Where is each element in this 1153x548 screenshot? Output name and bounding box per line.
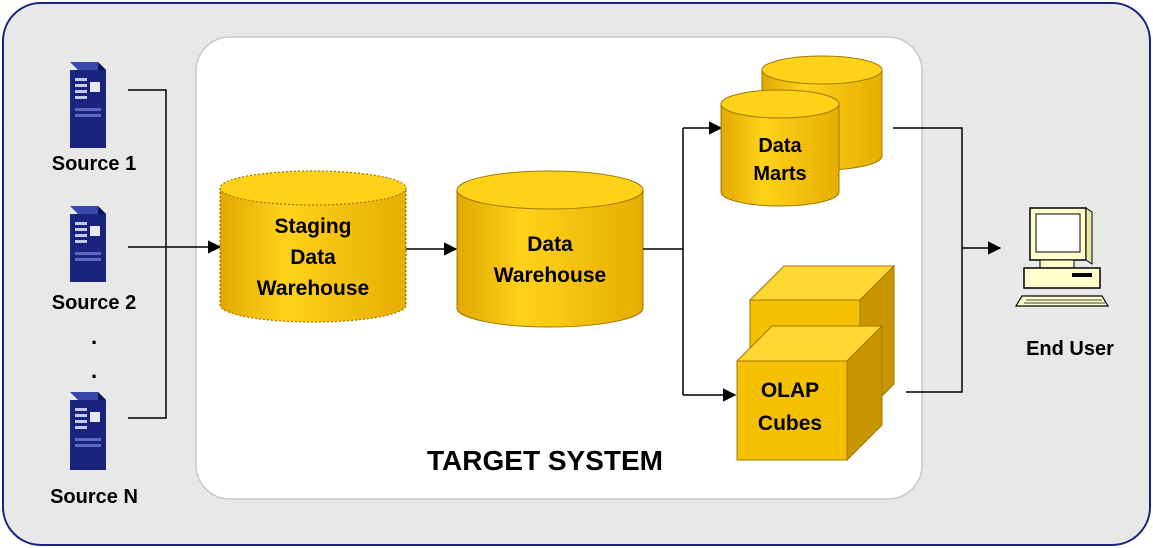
cubes-label-line-2: Cubes (758, 412, 822, 435)
ellipsis-dot-1: . (91, 324, 97, 349)
cubes-label-line-1: OLAP (761, 379, 819, 402)
warehouse-label-line-1: Data (527, 233, 573, 256)
marts-label-line-1: Data (758, 135, 802, 157)
source-n-label: Source N (50, 486, 138, 508)
marts-to-user-line (893, 127, 963, 393)
olap-front-cube (735, 324, 884, 462)
end-user-label: End User (1026, 338, 1114, 360)
source-1-label: Source 1 (52, 153, 136, 175)
source-2-label: Source 2 (52, 292, 136, 314)
staging-label-line-2: Data (290, 246, 336, 269)
target-system-label: TARGET SYSTEM (427, 445, 663, 476)
ellipsis-dot-2: . (91, 358, 97, 383)
end-user-computer-icon (1014, 207, 1110, 307)
staging-data-warehouse-cylinder (219, 170, 407, 323)
source-n-server-icon (70, 392, 106, 470)
data-warehouse-cylinder (456, 170, 644, 328)
source-1-server-icon (70, 62, 106, 148)
staging-label-line-3: Warehouse (257, 277, 369, 300)
source-2-server-icon (70, 206, 106, 282)
source-bracket-line (128, 89, 167, 419)
warehouse-label-line-2: Warehouse (494, 264, 606, 287)
marts-label-line-2: Marts (753, 163, 806, 185)
data-marts-front-cylinder (720, 89, 840, 207)
staging-label-line-1: Staging (275, 215, 352, 238)
